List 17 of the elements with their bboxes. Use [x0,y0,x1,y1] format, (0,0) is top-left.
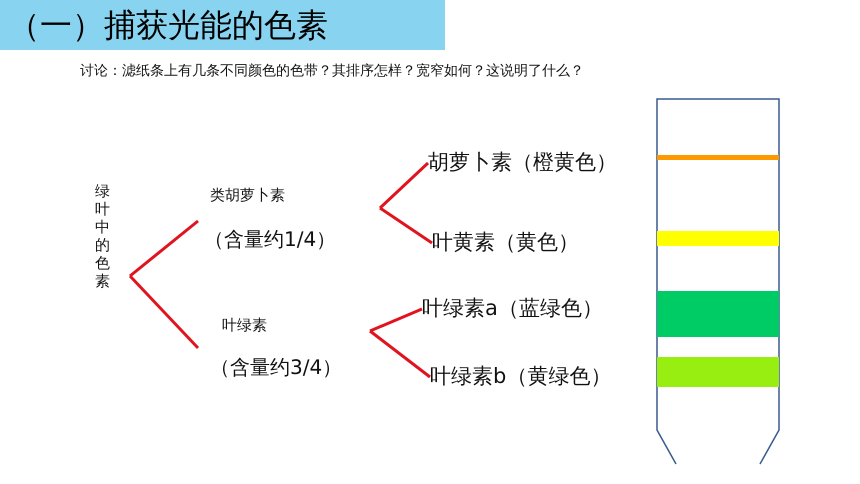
pigment-label: 胡萝卜素（橙黄色） [428,149,617,176]
content-label: （含量约3/4） [210,354,342,381]
group-label: 类胡萝卜素 [210,186,285,205]
branch-line [128,274,200,350]
pigment-label: 叶绿素b（黄绿色） [430,363,612,390]
category-label: 绿叶中的色素 [95,182,110,290]
branch-line [369,308,423,332]
branch-line [129,220,199,278]
branch-line [378,162,430,210]
content-label: （含量约1/4） [204,226,336,253]
branch-line [369,330,431,378]
title-bar: （一）捕获光能的色素 [0,0,445,50]
pigment-label: 叶黄素（黄色） [432,229,579,256]
discussion-question: 讨论：滤纸条上有几条不同颜色的色带？其排序怎样？宽窄如何？这说明了什么？ [80,62,584,80]
branch-line [379,206,433,244]
pigment-label: 叶绿素a（蓝绿色） [422,295,603,322]
group-label: 叶绿素 [222,316,267,335]
